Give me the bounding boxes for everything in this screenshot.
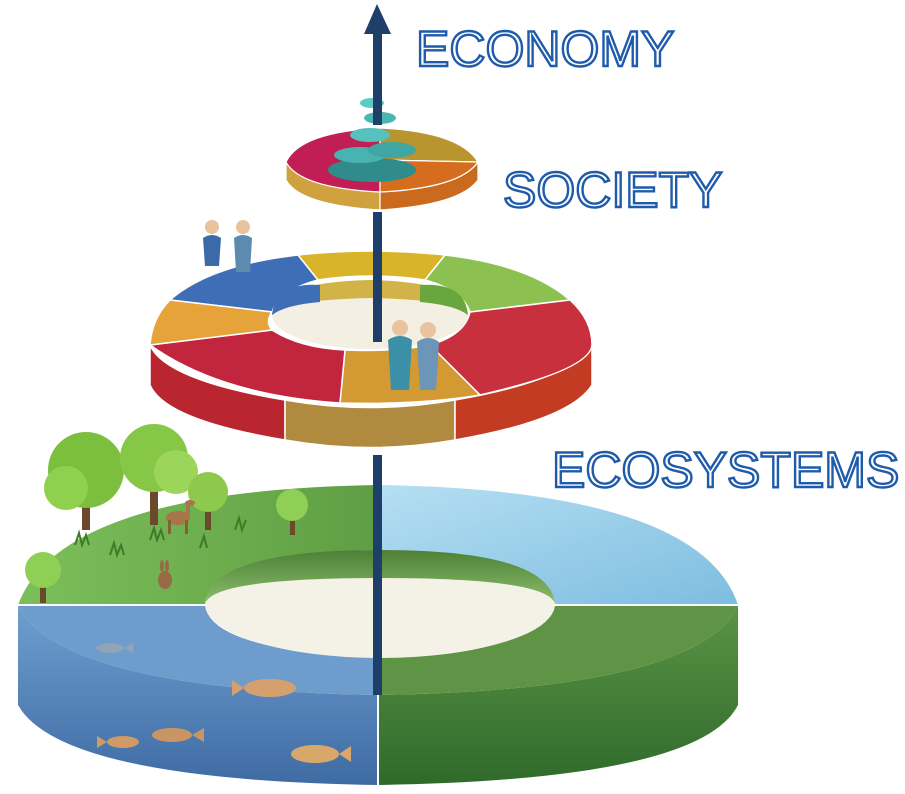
tree-icon (276, 489, 308, 535)
tree-icon (120, 424, 198, 525)
arrow-up-icon (364, 4, 391, 695)
person-icon (388, 320, 412, 390)
fish-icon (291, 745, 351, 763)
ecosystem-forest-wall (378, 605, 738, 785)
rabbit-icon (158, 560, 172, 589)
deer-icon (166, 500, 195, 534)
fish-icon (97, 736, 139, 748)
society-inner-wall (272, 280, 468, 315)
tree-icon (44, 432, 124, 530)
tree-icon (25, 552, 61, 603)
fish-icon (96, 643, 133, 653)
fish-icon (232, 679, 296, 697)
person-icon (234, 220, 252, 272)
grass-patch (74, 514, 247, 559)
ecosystems-label: ECOSYSTEMS (552, 442, 899, 498)
person-icon (203, 220, 221, 266)
tree-icon (188, 472, 228, 530)
person-icon (417, 322, 439, 390)
ecosystem-water-top (18, 605, 378, 695)
ecosystem-forest-top (378, 605, 738, 695)
society-ring (147, 250, 593, 449)
fish-icon (152, 728, 204, 742)
economy-label: ECONOMY (416, 21, 674, 77)
ecosystem-sky-top (378, 485, 738, 605)
society-label: SOCIETY (503, 162, 722, 218)
